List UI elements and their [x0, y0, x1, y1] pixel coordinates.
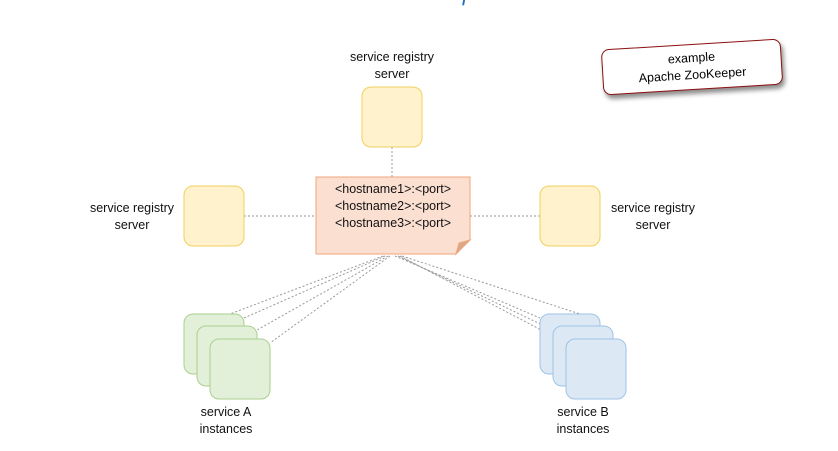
connector-b3 — [399, 255, 567, 344]
connector-a3 — [269, 255, 391, 344]
connector-b2 — [397, 255, 554, 331]
server-right — [539, 185, 601, 247]
registry-entry: <hostname1>:<port> — [334, 182, 452, 196]
label-line: service registry — [89, 201, 175, 215]
service-b-label: service B instances — [513, 404, 653, 438]
connector-a4 — [229, 255, 384, 315]
registry-entry: <hostname2>:<port> — [334, 199, 452, 213]
label-line: service registry — [610, 201, 696, 215]
connector-a2 — [256, 255, 389, 331]
server-top-label: service registry server — [322, 49, 462, 83]
note-fold — [455, 239, 472, 256]
server-left — [183, 185, 245, 247]
title-fragment: / — [462, 0, 467, 9]
label-line: instances — [556, 422, 610, 436]
registry-entries: <hostname1>:<port> <hostname2>:<port> <h… — [316, 181, 470, 232]
label-line: instances — [199, 422, 253, 436]
server-top — [361, 86, 423, 148]
label-line: service A — [200, 405, 252, 419]
service-a-instance — [209, 338, 271, 400]
label-line: service B — [557, 405, 609, 419]
registry-entry: <hostname3>:<port> — [334, 216, 452, 230]
service-a-label: service A instances — [156, 404, 296, 438]
label-line: server — [374, 67, 410, 81]
label-line: server — [114, 218, 150, 232]
service-b-instance — [565, 338, 627, 400]
connector-a1 — [243, 255, 386, 319]
label-line: server — [635, 218, 671, 232]
server-left-label: service registry server — [62, 200, 202, 234]
connector-b4 — [401, 255, 581, 315]
label-line: service registry — [349, 50, 435, 64]
server-right-label: service registry server — [583, 200, 723, 234]
